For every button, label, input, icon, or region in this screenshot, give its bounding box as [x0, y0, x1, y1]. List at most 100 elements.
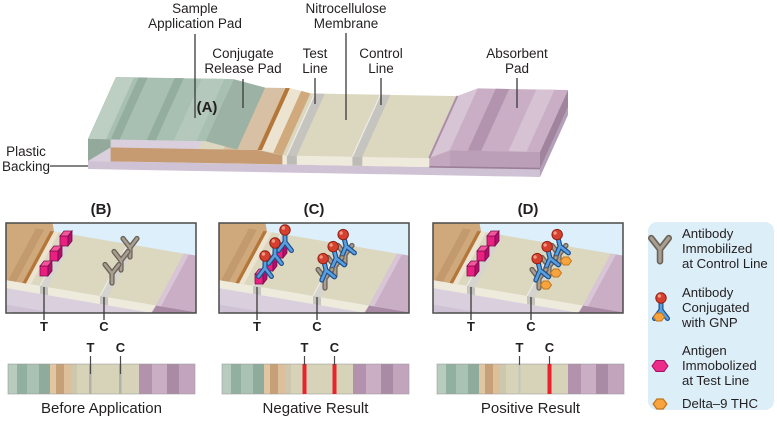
antigen [59, 230, 73, 247]
panel-b-border [5, 222, 197, 314]
test-mark: T [40, 319, 48, 334]
absorbent-pad-band [508, 89, 555, 152]
control-line-label-1: Control [359, 46, 403, 61]
control-line-highlight [351, 94, 381, 157]
absorbent-pad-label-1: Absorbent [486, 46, 548, 61]
test-mark: T [467, 319, 475, 334]
strip-before-application: T C Before Application [7, 340, 196, 417]
backing-label-1: Plastic [6, 144, 46, 159]
control-line-stripe [352, 94, 391, 157]
backing-right-end [540, 107, 568, 177]
absorbent-pad-front [449, 150, 540, 169]
legend-item-3-line-1: Antigen [682, 343, 727, 358]
test-line-red [302, 364, 307, 394]
strip-negative-result: T C Negative Result [221, 340, 410, 417]
sample-pad-band [146, 78, 184, 141]
legend-item-1-line-2: Immobilized [682, 241, 752, 256]
test-mark: T [301, 340, 309, 355]
panel-b-title: (B) [91, 201, 112, 218]
sample-pad-band [88, 77, 135, 140]
absorbent-pad-band [467, 88, 510, 151]
control-mark: C [545, 340, 555, 355]
legend-item-2-line-3: with GNP [681, 315, 738, 330]
panel-d-title: (D) [518, 201, 539, 218]
caption-before-application: Before Application [41, 400, 162, 417]
antigen [49, 245, 63, 262]
antigen [476, 245, 490, 262]
legend-item-1-line-3: at Control Line [682, 256, 768, 271]
test-line-highlight [286, 93, 316, 156]
test-line-label-2: Line [302, 61, 328, 76]
sample-pad-band [110, 77, 148, 140]
test-line-faint [518, 364, 521, 394]
control-mark: C [330, 340, 340, 355]
antigen [486, 230, 500, 247]
absorbent-pad-right-end [540, 90, 568, 169]
panel-c: (C) T C [218, 201, 410, 334]
result-strip [436, 363, 625, 395]
legend-item-1-line-1: Antibody [682, 226, 734, 241]
legend-item-4-line-1: Delta–9 THC [682, 396, 758, 411]
legend: Antibody Immobilized at Control Line Ant… [648, 222, 774, 411]
legend-item-2-line-2: Conjugated [682, 300, 749, 315]
backing-front [88, 161, 540, 177]
absorbent-pad-label-2: Pad [505, 61, 529, 76]
absorbent-pad-front-wedge [429, 150, 450, 168]
membrane-label-2: Membrane [314, 16, 379, 31]
panel-a: Sample Application Pad Conjugate Release… [2, 1, 568, 177]
conjugate-pad-edge [257, 88, 290, 151]
test-line-stripe [286, 93, 325, 156]
test-mark: T [516, 340, 524, 355]
control-mark: C [99, 319, 109, 334]
result-strip [7, 363, 196, 395]
legend-item-3-line-3: at Test Line [682, 373, 749, 388]
membrane-label-1: Nitrocellulose [305, 1, 386, 16]
antigen [39, 260, 53, 277]
panel-d-border [432, 222, 624, 314]
control-mark: C [116, 340, 126, 355]
test-mark: T [87, 340, 95, 355]
panel-c-title: (C) [304, 201, 325, 218]
legend-box [648, 222, 774, 410]
result-strip [221, 363, 410, 395]
caption-negative-result: Negative Result [263, 400, 370, 417]
absorbent-pad-ramp-edge [428, 95, 459, 159]
test-line-faint [89, 364, 92, 394]
caption-positive-result: Positive Result [481, 400, 581, 417]
control-line-faint [119, 364, 122, 394]
control-line-red [332, 364, 337, 394]
control-mark: C [312, 319, 322, 334]
control-mark: C [526, 319, 536, 334]
panel-d: (D) T C [432, 201, 624, 334]
sample-pad-band [173, 78, 225, 141]
test-line-notch [286, 155, 297, 165]
conjugate-pad-label-1: Conjugate [212, 46, 274, 61]
strip-positive-result: T C Positive Result [436, 340, 625, 417]
conjugate-pad-cream-edge [262, 88, 302, 153]
antigen [466, 260, 480, 277]
conjugate-pad-ramp [273, 90, 311, 156]
control-line-notch [352, 156, 363, 166]
sample-pad-front [88, 139, 111, 161]
panel-b: (B) T C [5, 201, 197, 334]
backing-label-2: Backing [2, 159, 50, 174]
sample-pad-label-2: Application Pad [148, 16, 242, 31]
sample-pad-label-1: Sample [172, 1, 218, 16]
conjugate-pad-label-2: Release Pad [204, 61, 281, 76]
thc-on-antibody-icon [653, 312, 665, 322]
test-line-label-1: Test [303, 46, 328, 61]
thc-legend-icon [652, 398, 668, 410]
control-line-label-2: Line [368, 61, 394, 76]
panel-a-title: (A) [197, 99, 218, 116]
conjugate-pad-front [110, 147, 283, 165]
panel-c-border [218, 222, 410, 314]
test-mark: T [253, 319, 261, 334]
test-antigen-icon [651, 360, 669, 372]
legend-item-2-line-1: Antibody [682, 285, 734, 300]
absorbent-pad-ramp [429, 88, 478, 158]
legend-item-3-line-2: Immobolized [682, 358, 757, 373]
control-line-red [547, 364, 552, 394]
sample-pad-ramp [205, 79, 266, 150]
